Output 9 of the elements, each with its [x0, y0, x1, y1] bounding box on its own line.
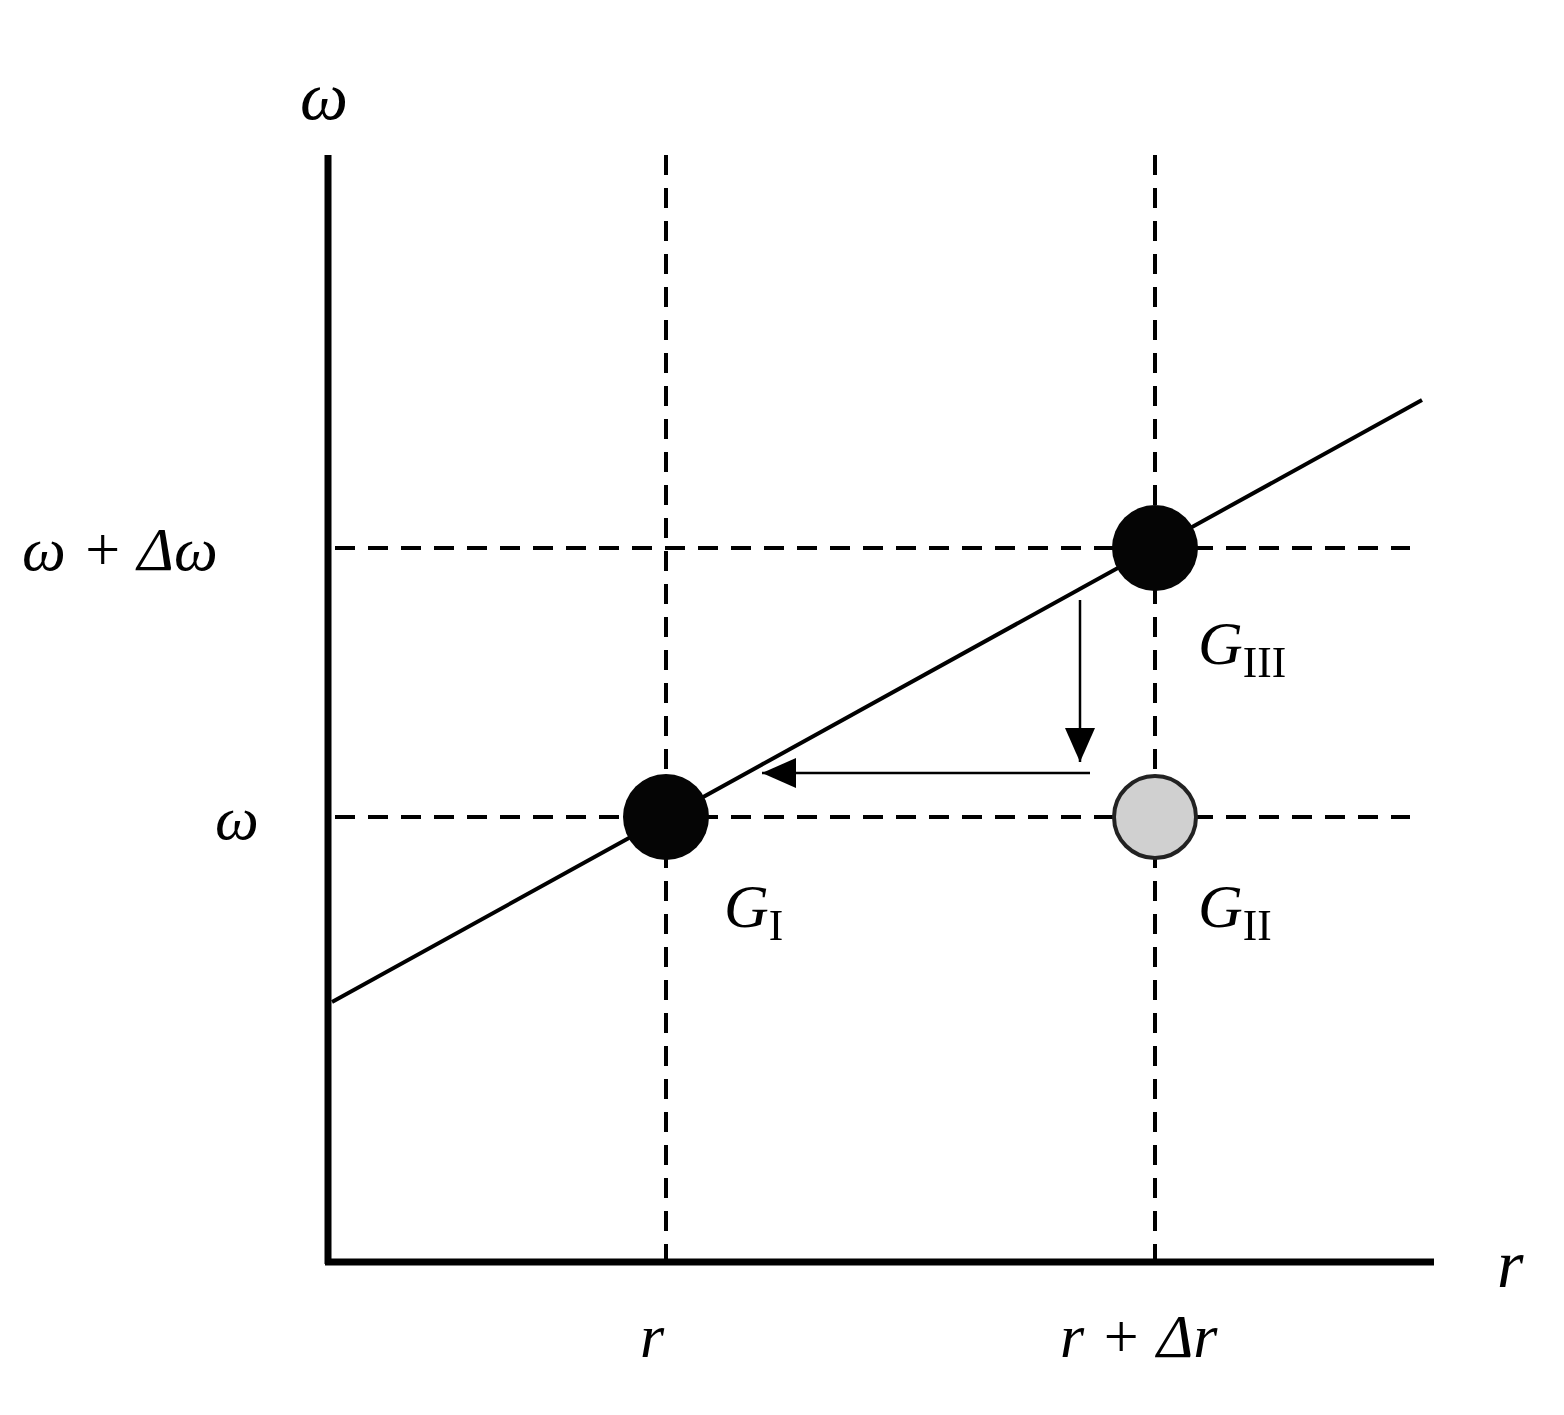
axis-label: r	[1497, 1230, 1524, 1298]
tick-label: r	[640, 1305, 665, 1367]
tick-label: r + Δr	[1060, 1305, 1218, 1367]
point-label: G$_{I}$	[724, 875, 784, 948]
axis-label: ω	[300, 62, 348, 130]
point-label: G$_{II}$	[1198, 875, 1272, 948]
tick-label: ω	[215, 787, 259, 849]
tick-label: ω + Δω	[22, 518, 218, 580]
point-label: G$_{III}$	[1198, 612, 1287, 685]
